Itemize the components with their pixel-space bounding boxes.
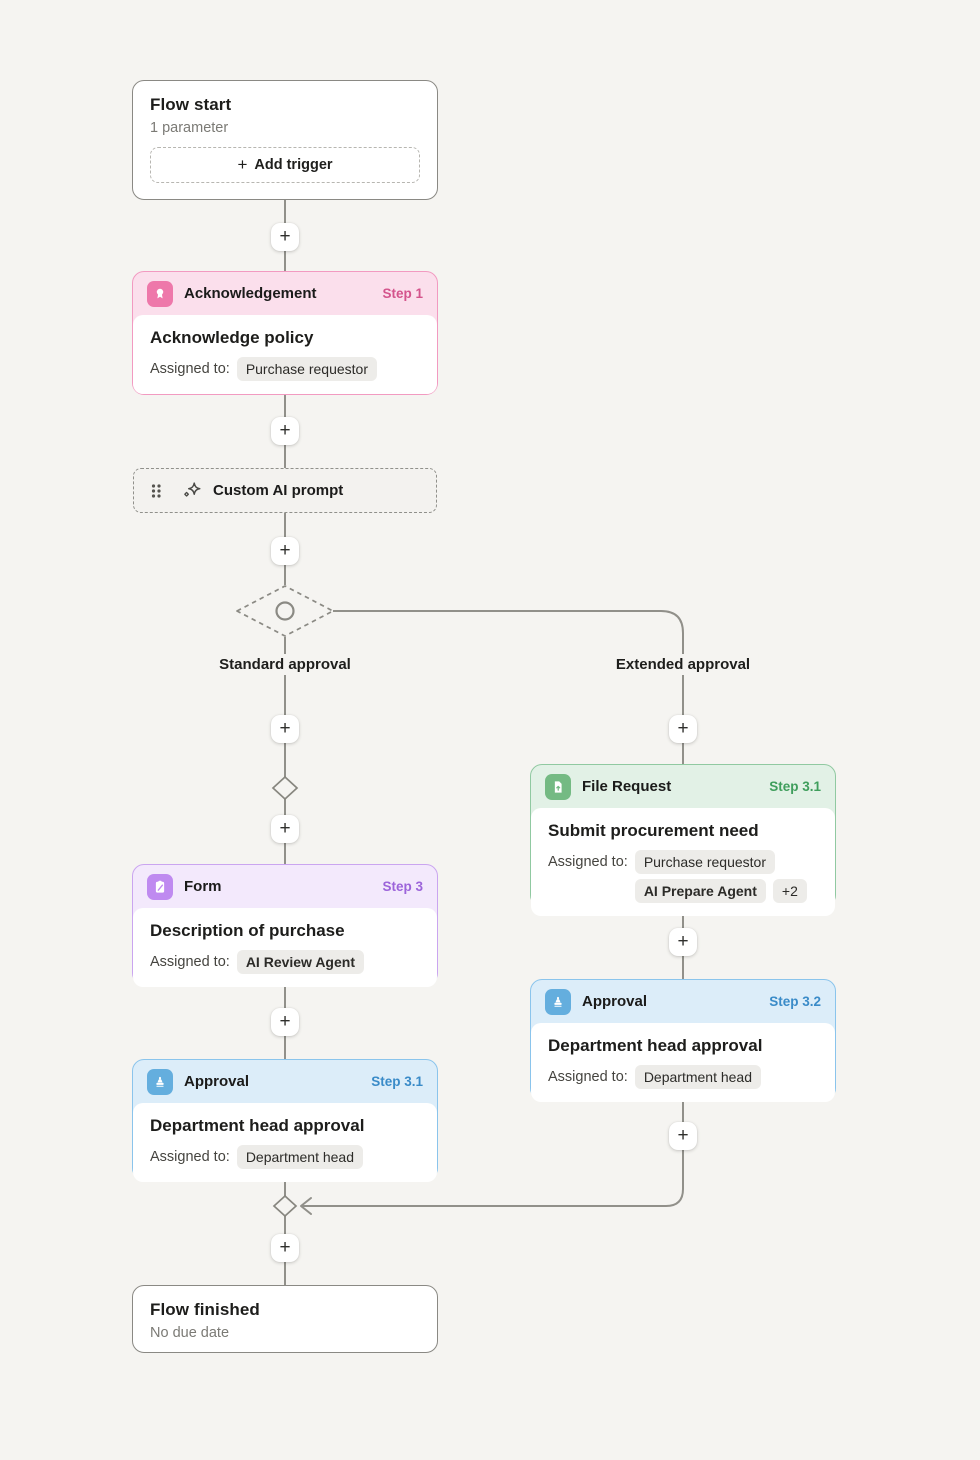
- clipboard-pencil-icon: [147, 873, 173, 900]
- step-type-label: Approval: [184, 1073, 250, 1090]
- acknowledgement-body: Acknowledge policy Assigned to: Purchase…: [133, 315, 437, 394]
- flow-finished-subtitle: No due date: [150, 1325, 230, 1341]
- assigned-to-label: Assigned to:: [548, 1069, 628, 1085]
- assigned-to-label: Assigned to:: [150, 954, 230, 970]
- add-step-button[interactable]: +: [271, 815, 299, 843]
- approval-right-step-card[interactable]: Approval Step 3.2 Department head approv…: [530, 979, 836, 1102]
- approval-left-header: Approval Step 3.1: [133, 1060, 437, 1103]
- add-trigger-button[interactable]: + Add trigger: [150, 147, 420, 183]
- file-request-body: Submit procurement need Assigned to: Pur…: [531, 808, 835, 916]
- stamp-icon: [545, 988, 571, 1015]
- file-request-step-card[interactable]: File Request Step 3.1 Submit procurement…: [530, 764, 836, 916]
- add-step-button[interactable]: +: [271, 715, 299, 743]
- step-type-label: Acknowledgement: [184, 285, 317, 302]
- assignee-pill: Purchase requestor: [634, 850, 775, 874]
- branch-circle-icon: [275, 601, 295, 621]
- connector-line-branch-right: [333, 610, 684, 764]
- step-number: Step 3.2: [769, 994, 821, 1009]
- acknowledgement-step-card[interactable]: Acknowledgement Step 1 Acknowledge polic…: [132, 271, 438, 395]
- assignee-pill: Department head: [236, 1145, 363, 1169]
- approval-left-step-card[interactable]: Approval Step 3.1 Department head approv…: [132, 1059, 438, 1182]
- add-step-button[interactable]: +: [271, 223, 299, 251]
- approval-right-header: Approval Step 3.2: [531, 980, 835, 1023]
- merge-diamond: [272, 1194, 298, 1218]
- award-icon: [147, 280, 173, 307]
- step-number: Step 3: [382, 879, 423, 894]
- add-step-button[interactable]: +: [271, 1234, 299, 1262]
- form-step-card[interactable]: Form Step 3 Description of purchase Assi…: [132, 864, 438, 987]
- file-upload-icon: [545, 773, 571, 800]
- step-title: Description of purchase: [150, 921, 345, 940]
- branch-label-extended[interactable]: Extended approval: [606, 654, 760, 675]
- approval-left-body: Department head approval Assigned to: De…: [133, 1103, 437, 1182]
- form-body: Description of purchase Assigned to: AI …: [133, 908, 437, 987]
- step-type-label: Form: [184, 878, 222, 895]
- add-step-button[interactable]: +: [669, 928, 697, 956]
- connector-diamond: [271, 775, 299, 801]
- flow-start-title: Flow start: [150, 95, 232, 114]
- form-header: Form Step 3: [133, 865, 437, 908]
- stamp-icon: [147, 1068, 173, 1095]
- step-number: Step 1: [382, 286, 423, 301]
- approval-right-body: Department head approval Assigned to: De…: [531, 1023, 835, 1102]
- assigned-to-label: Assigned to:: [150, 361, 230, 377]
- assignee-pill: AI Review Agent: [236, 950, 364, 974]
- acknowledgement-header: Acknowledgement Step 1: [133, 272, 437, 315]
- flow-finished-card[interactable]: Flow finished No due date: [132, 1285, 438, 1353]
- assignee-pill: Department head: [634, 1065, 761, 1089]
- flow-start-card[interactable]: Flow start 1 parameter + Add trigger: [132, 80, 438, 200]
- step-title: Acknowledge policy: [150, 328, 314, 347]
- sparkles-icon: [179, 479, 203, 503]
- add-step-button[interactable]: +: [271, 417, 299, 445]
- file-request-header: File Request Step 3.1: [531, 765, 835, 808]
- step-number: Step 3.1: [769, 779, 821, 794]
- step-number: Step 3.1: [371, 1074, 423, 1089]
- assignee-pill: AI Prepare Agent: [634, 879, 766, 903]
- step-title: Department head approval: [150, 1116, 365, 1135]
- step-title: Department head approval: [548, 1036, 763, 1055]
- assignee-more-badge: +2: [772, 879, 807, 903]
- drag-handle-icon[interactable]: [150, 483, 162, 499]
- custom-ai-prompt-card[interactable]: Custom AI prompt: [133, 468, 437, 513]
- assigned-to-label: Assigned to:: [548, 854, 628, 870]
- plus-icon: +: [237, 155, 248, 174]
- branch-label-standard[interactable]: Standard approval: [210, 654, 360, 675]
- assigned-to-label: Assigned to:: [150, 1149, 230, 1165]
- merge-arrow-icon: [300, 1197, 312, 1215]
- add-step-button[interactable]: +: [669, 715, 697, 743]
- assignee-pill: Purchase requestor: [236, 357, 377, 381]
- add-step-button[interactable]: +: [271, 1008, 299, 1036]
- add-step-button[interactable]: +: [669, 1122, 697, 1150]
- step-type-label: Approval: [582, 993, 648, 1010]
- connector-line-merge: [302, 1100, 684, 1207]
- branch-condition-node[interactable]: [231, 580, 339, 642]
- step-title: Submit procurement need: [548, 821, 759, 840]
- custom-ai-prompt-label: Custom AI prompt: [213, 482, 344, 499]
- flow-finished-title: Flow finished: [150, 1300, 260, 1319]
- flow-start-subtitle: 1 parameter: [150, 120, 229, 136]
- add-trigger-label: Add trigger: [254, 157, 333, 173]
- step-type-label: File Request: [582, 778, 672, 795]
- add-step-button[interactable]: +: [271, 537, 299, 565]
